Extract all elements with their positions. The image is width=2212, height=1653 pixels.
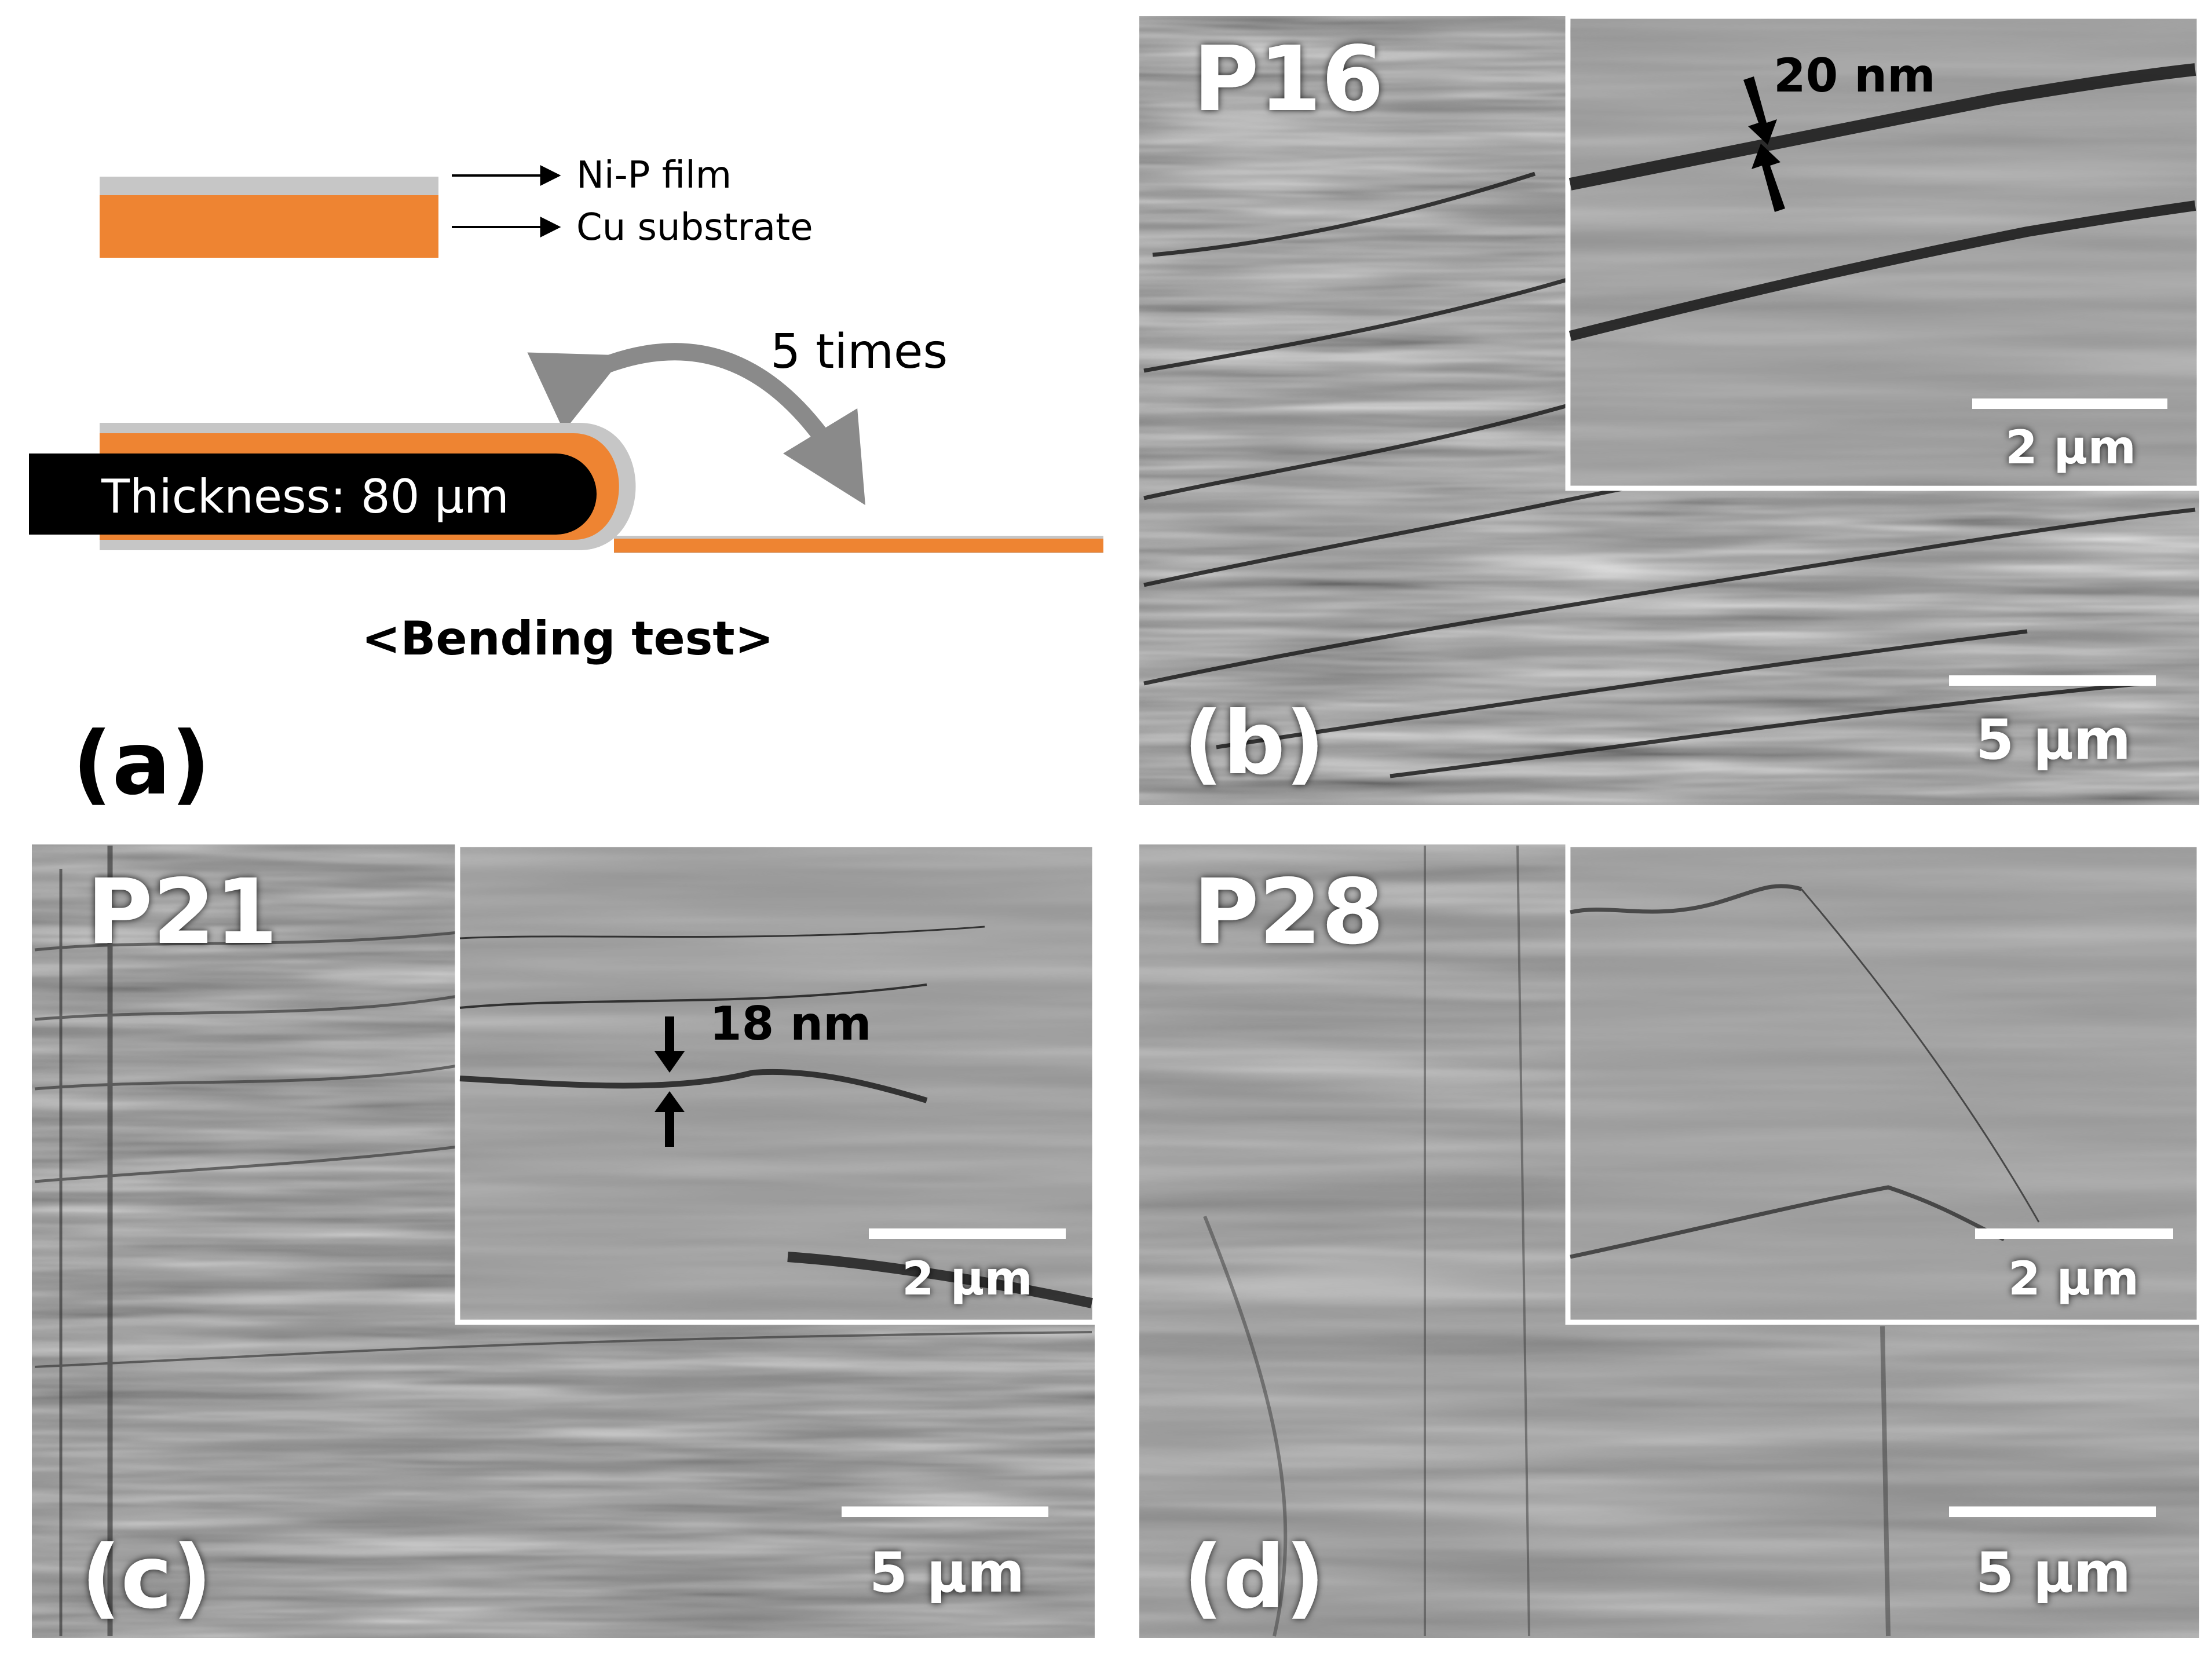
panel-c-scale-label: 5 μm xyxy=(869,1541,1025,1605)
panel-b-crack-width-marker xyxy=(1743,76,1785,212)
bending-cycles-label: 5 times xyxy=(770,324,948,379)
panel-d-inset-scale-label: 2 μm xyxy=(2008,1252,2139,1305)
panel-d-surface-lines xyxy=(1203,845,1891,1637)
panel-b-label: (b) xyxy=(1183,693,1325,794)
legend-cu-substrate-layer xyxy=(100,195,438,258)
bending-test-caption: <Bending test> xyxy=(361,612,773,665)
panel-d: 2 μm P28 5 μm (d) xyxy=(1139,842,2202,1638)
panel-c-crack-width-marker xyxy=(655,1016,685,1147)
panel-d-label: (d) xyxy=(1183,1527,1325,1628)
panel-c-crack-width-label: 18 nm xyxy=(710,997,872,1051)
panel-c-sample-label: P21 xyxy=(87,860,277,964)
panel-b-inset-cracks xyxy=(1568,63,2196,341)
panel-a-label: (a) xyxy=(72,714,210,814)
panel-c-inset-cracks xyxy=(459,926,1093,1308)
panel-c: 18 nm 2 μm P21 5 μm (c) xyxy=(32,842,1098,1638)
holder-bar-left xyxy=(29,454,98,535)
panel-d-sample-label: P28 xyxy=(1193,860,1384,964)
panel-d-inset-texture xyxy=(1570,847,2197,1320)
holder-thickness-label: Thickness: 80 μm xyxy=(101,470,509,524)
panel-d-inset-features xyxy=(1570,884,2040,1259)
legend-film-label: Ni-P film xyxy=(576,154,732,197)
panel-b-crack-width-label: 20 nm xyxy=(1774,49,1936,103)
panel-b-inset-scale-label: 2 μm xyxy=(2005,420,2136,474)
panel-d-scale-label: 5 μm xyxy=(1976,1541,2131,1605)
panel-b-sample-label: P16 xyxy=(1193,27,1384,131)
panel-b-cracks xyxy=(1143,171,2196,778)
holder-bar xyxy=(29,454,597,535)
panel-c-inset-scale-label: 2 μm xyxy=(902,1252,1033,1305)
panel-c-surface-lines xyxy=(34,846,1092,1636)
panel-a: Ni-P film Cu substrate 5 times Thickness… xyxy=(29,154,1103,814)
panel-b-scale-label: 5 μm xyxy=(1976,708,2131,772)
flat-strip-copper xyxy=(614,539,1103,553)
bending-cycle-arrow xyxy=(527,343,865,506)
panel-b: 20 nm 2 μm P16 5 μm (b) xyxy=(1139,13,2202,805)
panel-c-label: (c) xyxy=(81,1527,212,1628)
legend-nip-film-layer xyxy=(100,177,438,195)
legend-substrate-label: Cu substrate xyxy=(576,206,813,249)
